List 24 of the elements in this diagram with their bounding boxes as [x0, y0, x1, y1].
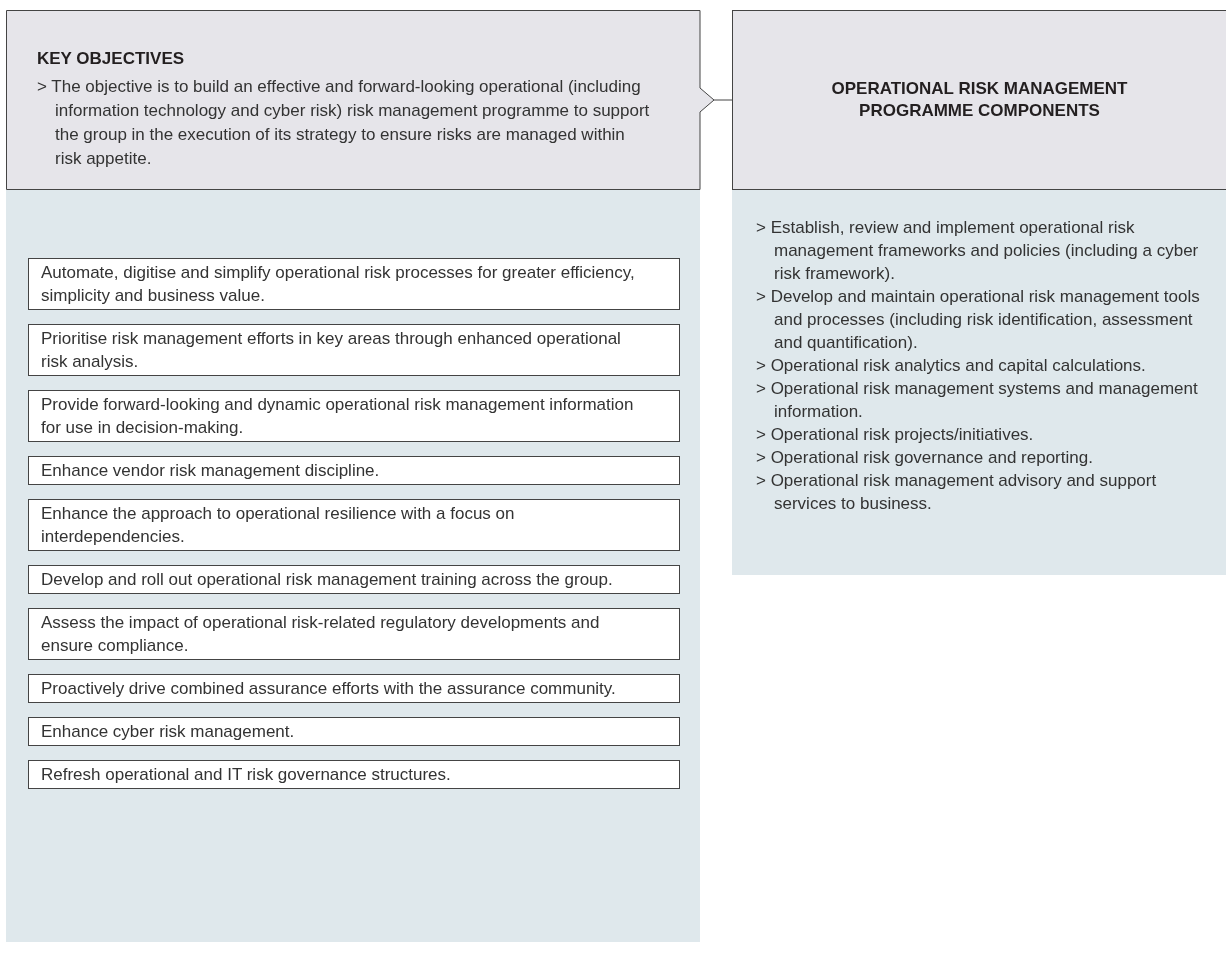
panel-heading: KEY OBJECTIVES	[37, 48, 186, 70]
objectives-panel	[6, 190, 700, 942]
objective-box: Enhance the approach to operational resilience with a focus on interdependencies.	[28, 499, 680, 551]
bullet-text: > Operational risk governance and reporting.	[756, 447, 1094, 469]
objective-box: Refresh operational and IT risk governance structures.	[28, 760, 680, 789]
objective-box: Prioritise risk management efforts in key areas through enhanced operational risk analysis.	[28, 324, 680, 376]
bullet-text: > Operational risk analytics and capital calculations.	[756, 355, 1147, 377]
bullet-text: > Operational risk management systems and management information.	[756, 378, 1199, 423]
objective-box: Provide forward-looking and dynamic operational risk management information for use in decision-making.	[28, 390, 680, 442]
objective-box: Enhance cyber risk management.	[28, 717, 680, 746]
panel-heading: OPERATIONAL RISK MANAGEMENT PROGRAMME COMPONENTS	[830, 78, 1129, 122]
bullet-text: > Operational risk projects/initiatives.	[756, 424, 1035, 446]
objective-box: Enhance vendor risk management discipline.	[28, 456, 680, 485]
objective-box: Automate, digitise and simplify operational risk processes for greater efficiency, simplicity and business value.	[28, 258, 680, 310]
bullet-text: > Develop and maintain operational risk management tools and processes (including risk identification, assessment and quantification).	[756, 286, 1201, 354]
objective-box: Develop and roll out operational risk management training across the group.	[28, 565, 680, 594]
objective-box: Proactively drive combined assurance efforts with the assurance community.	[28, 674, 680, 703]
objective-box: Assess the impact of operational risk-related regulatory developments and ensure compliance.	[28, 608, 680, 660]
objective-text: > The objective is to build an effective and forward-looking operational (including information technology and cyber risk) risk management programme to support the group in the execution of its strategy to ensure risks are managed within risk appetite.	[37, 76, 651, 171]
connector-line	[713, 99, 733, 101]
components-panel	[732, 190, 1226, 575]
bullet-text: > Operational risk management advisory and support services to business.	[756, 470, 1158, 515]
bullet-text: > Establish, review and implement operational risk management frameworks and policies (including a cyber risk framework).	[756, 217, 1200, 285]
header-panel	[732, 10, 1226, 190]
